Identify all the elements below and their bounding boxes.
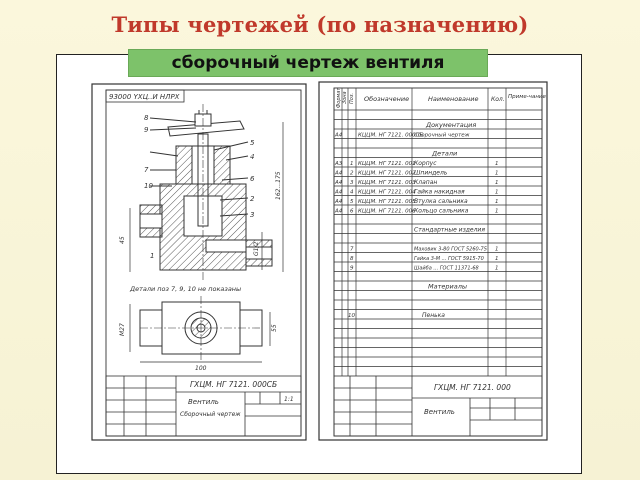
spec-row-qty: 1 xyxy=(495,247,499,253)
spec-row-name: Сборочный чертеж xyxy=(414,133,470,139)
specification-title-code: ГХЦМ. НГ 7121. 000 xyxy=(434,383,511,392)
slide-title: Типы чертежей (по назначению) xyxy=(111,12,529,37)
valve-front-view xyxy=(129,104,284,282)
spec-row-pos: 2 xyxy=(350,171,354,177)
spec-row-qty: 1 xyxy=(495,256,499,262)
spec-header-qty: Кол. xyxy=(491,96,505,103)
position-label: 4 xyxy=(250,153,254,161)
spec-row-name: Гайка 3-М ... ГОСТ 5915-70 xyxy=(414,256,484,262)
spec-row-pos: 8 xyxy=(350,256,354,262)
assembly-title-subtitle: Сборочный чертеж xyxy=(180,411,241,418)
spec-row-format: А3 xyxy=(334,161,343,167)
spec-header-pos: Поз. xyxy=(349,93,355,104)
spec-row-name: Шайба ... ГОСТ 11371-68 xyxy=(414,266,479,272)
spec-header-format: Формат xyxy=(336,87,342,108)
assembly-title-name: Вентиль xyxy=(188,398,219,406)
dimension-label: 100 xyxy=(195,365,207,372)
spec-row-qty: 1 xyxy=(495,209,499,215)
spec-section-parts: Детали xyxy=(431,150,457,158)
dimension-label: M27 xyxy=(119,323,126,336)
spec-row-pos: 5 xyxy=(350,199,354,205)
position-label: 10 xyxy=(144,182,153,190)
position-label: 8 xyxy=(144,114,149,122)
spec-header-name: Наименование xyxy=(428,95,479,103)
spec-row-qty: 1 xyxy=(495,190,499,196)
spec-row-code: КЦЦМ. НГ 7121. 003 xyxy=(358,180,416,186)
spec-row-qty: 1 xyxy=(495,171,499,177)
assembly-title-block xyxy=(105,375,302,437)
specification-grid xyxy=(333,88,543,376)
spec-row-code: КЦЦМ. НГ 7121. 002 xyxy=(358,171,416,177)
position-label: 6 xyxy=(250,175,255,183)
spec-header-designation: Обозначение xyxy=(364,95,409,103)
specification-title-name: Вентиль xyxy=(424,408,455,416)
assembly-title-code: ГХЦМ. НГ 7121. 000СБ xyxy=(190,380,277,389)
spec-row-format: А4 xyxy=(334,180,343,186)
dimension-label: 55 xyxy=(271,324,278,332)
spec-row-name: Гайка накидная xyxy=(414,189,465,196)
spec-header-note: Приме-чание xyxy=(508,94,547,100)
spec-row-format: А4 xyxy=(334,171,343,177)
spec-row-format: А4 xyxy=(334,209,343,215)
spec-row-name: Маховик 3-80 ГОСТ 5260-75 xyxy=(414,247,487,253)
spec-row-name: Клапан xyxy=(414,179,437,186)
assembly-note: Детали поз 7, 9, 10 не показаны xyxy=(129,285,241,293)
spec-row-pos: 1 xyxy=(350,161,354,167)
spec-row-pos: 10 xyxy=(348,313,355,319)
spec-row-code: КЦЦМ. НГ 7121. 000СБ xyxy=(358,133,423,139)
position-label: 9 xyxy=(144,126,149,134)
dimension-label: 162...175 xyxy=(275,171,282,200)
spec-row-code: КЦЦМ. НГ 7121. 005 xyxy=(358,199,416,205)
spec-row-pos: 3 xyxy=(350,180,354,186)
spec-row-name: Корпус xyxy=(414,160,437,167)
spec-row-qty: 1 xyxy=(495,161,499,167)
drawing-type-badge: сборочный чертеж вентиля xyxy=(128,49,488,77)
spec-row-pos: 4 xyxy=(350,190,354,196)
spec-row-name: Кольцо сальника xyxy=(414,208,469,215)
valve-top-view xyxy=(129,296,271,363)
position-label: 2 xyxy=(250,195,255,203)
spec-row-name: Шпиндель xyxy=(414,170,448,177)
spec-row-code: КЦЦМ. НГ 7121. 006 xyxy=(358,209,416,215)
dimension-label: 45 xyxy=(119,236,126,244)
spec-header-zone: Зона xyxy=(342,91,348,104)
assembly-top-code: 93000 YХЦ..И НЛРХ xyxy=(109,93,180,101)
spec-section-materials: Материалы xyxy=(428,283,467,291)
position-label: 5 xyxy=(250,139,255,147)
specification-title-block xyxy=(333,375,543,437)
spec-row-format: А4 xyxy=(334,190,343,196)
spec-row-code: КЦЦМ. НГ 7121. 001 xyxy=(358,161,416,167)
dimension-label: G1/2 xyxy=(253,242,260,256)
position-label: 7 xyxy=(144,166,149,174)
spec-row-qty: 1 xyxy=(495,180,499,186)
spec-section-docs: Документация xyxy=(425,121,476,129)
spec-row-pos: 7 xyxy=(350,247,354,253)
assembly-title-scale: 1:1 xyxy=(284,396,294,403)
spec-row-pos: 9 xyxy=(350,266,354,272)
spec-row-code: КЦЦМ. НГ 7121. 004 xyxy=(358,190,416,196)
position-label: 1 xyxy=(150,252,154,260)
spec-row-pos: 6 xyxy=(350,209,354,215)
spec-row-qty: 1 xyxy=(495,199,499,205)
spec-row-name: Втулка сальника xyxy=(414,198,468,205)
spec-row-qty: 1 xyxy=(495,266,499,272)
spec-row-format: А4 xyxy=(334,199,343,205)
spec-row-format: А4 xyxy=(334,133,343,139)
position-label: 3 xyxy=(250,211,254,219)
spec-row-name: Пенька xyxy=(422,312,445,319)
spec-section-standard: Стандартные изделия xyxy=(414,227,485,234)
assembly-sheet: 93000 YХЦ..И НЛРХ xyxy=(91,83,307,441)
